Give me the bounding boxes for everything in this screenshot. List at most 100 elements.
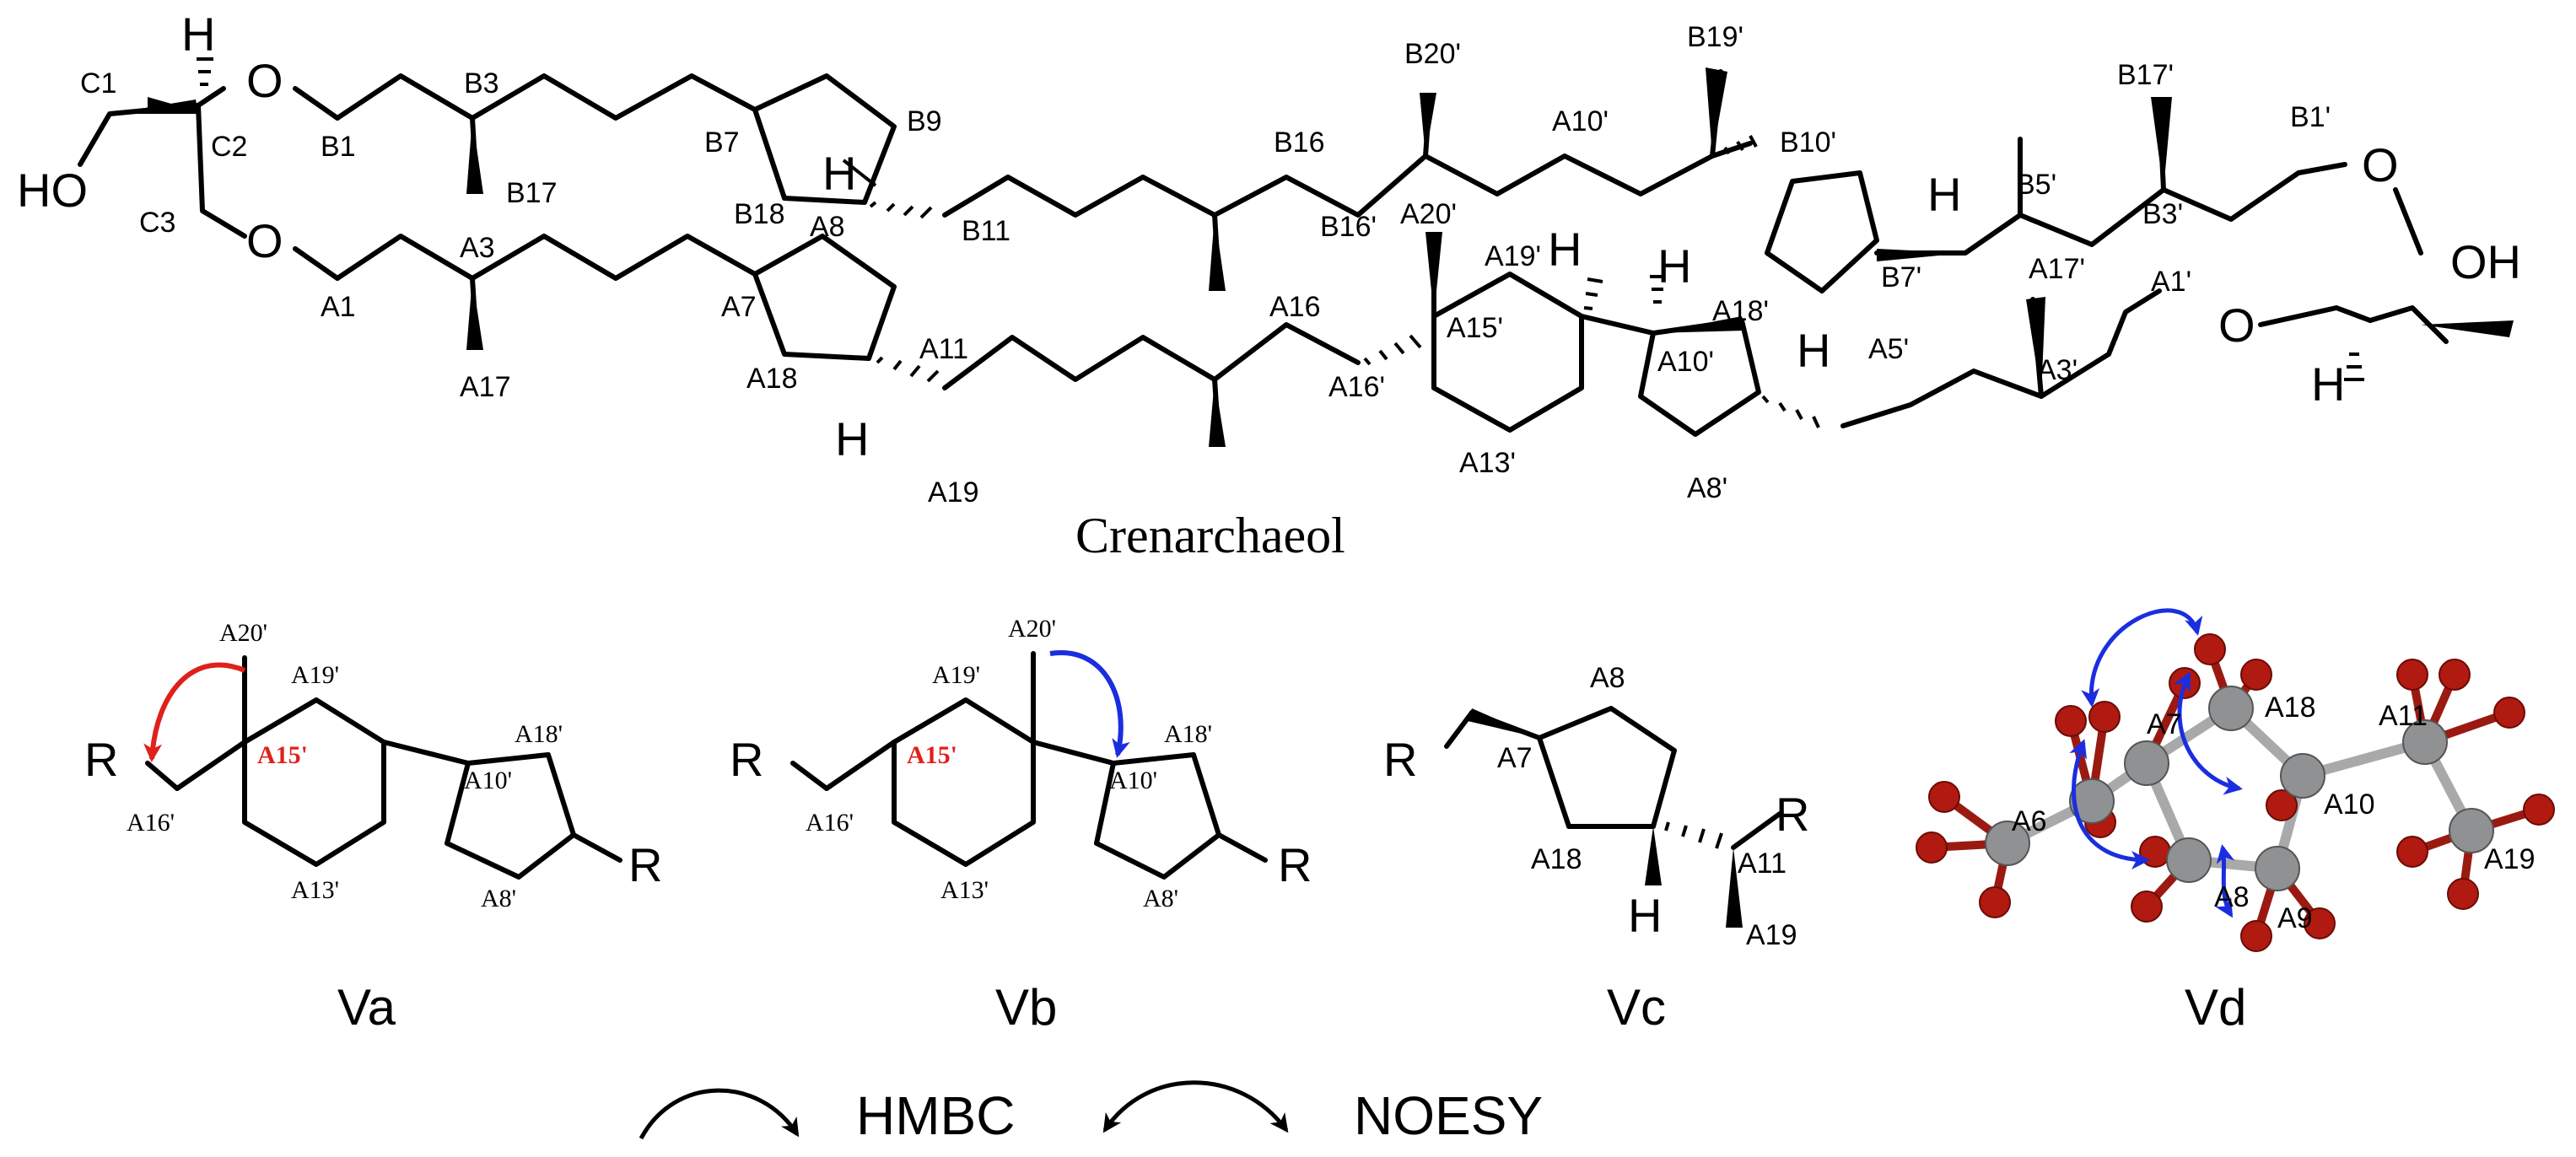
vd-label-a7: A7 <box>2147 708 2182 740</box>
vb-r-left: R <box>730 733 763 786</box>
panel-vc: R R H A8 A7 A18 A11 A19 Vc <box>1383 662 1809 1036</box>
label-b5p: B5' <box>2016 169 2056 201</box>
label-b20p: B20' <box>1404 38 1461 70</box>
label-a17p: A17' <box>2029 253 2085 285</box>
va-r-left: R <box>84 733 118 786</box>
label-a11: A11 <box>919 333 968 365</box>
oxygen-bp: O <box>2362 138 2399 191</box>
label-a5p: A5' <box>1868 333 1909 365</box>
vc-label-a7: A7 <box>1497 742 1533 774</box>
panel-va: R R A20' A19' A15' A18' A10' A16' A13' A… <box>84 619 662 1036</box>
oxygen-b: O <box>246 54 283 107</box>
label-a1: A1 <box>321 291 356 323</box>
label-a10p-top: A10' <box>1552 105 1609 137</box>
hydrogen-a10p: H <box>1657 239 1691 293</box>
label-c2: C2 <box>211 131 247 163</box>
caption-vc: Vc <box>1607 979 1666 1036</box>
hydrogen-a18: H <box>835 412 869 465</box>
hmbc-arrow-va <box>143 662 246 762</box>
noesy-arrow-vd-4 <box>2215 844 2235 918</box>
hydroxyl-right: OH <box>2450 235 2521 288</box>
label-c1: C1 <box>80 67 116 100</box>
vd-label-a10: A10 <box>2324 788 2375 821</box>
label-a1p: A1' <box>2151 266 2191 298</box>
legend: HMBC NOESY <box>639 1080 1543 1146</box>
label-a16: A16 <box>1269 291 1321 323</box>
hmbc-legend-arrow <box>639 1088 800 1140</box>
va-label-a10p: A10' <box>464 767 512 794</box>
legend-hmbc-label: HMBC <box>856 1085 1015 1146</box>
label-b9: B9 <box>907 105 942 137</box>
va-label-a19p: A19' <box>291 661 339 689</box>
label-a16p: A16' <box>1328 371 1385 403</box>
compound-title: Crenarchaeol <box>1075 508 1345 563</box>
va-label-a15p: A15' <box>257 741 308 769</box>
caption-va: Va <box>337 979 396 1036</box>
vd-label-a11: A11 <box>2379 700 2428 732</box>
label-a3p: A3' <box>2037 354 2078 386</box>
label-a19: A19 <box>928 476 979 509</box>
label-b18: B18 <box>734 198 785 230</box>
noesy-legend-arrow <box>1102 1080 1289 1133</box>
panel-vd: A7 A18 A11 A6 A10 A8 A9 A19 Vd <box>1916 608 2555 1036</box>
va-label-a16p: A16' <box>127 809 175 837</box>
label-a18: A18 <box>746 363 798 395</box>
va-label-a18p: A18' <box>515 720 563 748</box>
label-b7: B7 <box>704 126 740 159</box>
hydrogen-c2: H <box>181 8 215 61</box>
vc-r-right: R <box>1776 788 1809 841</box>
hydroxyl-left: HO <box>17 164 88 217</box>
label-b17p: B17' <box>2117 59 2174 91</box>
panel-vb: R R A20' A19' A15' A18' A10' A16' A13' A… <box>730 615 1312 1036</box>
oxygen-ap: O <box>2218 299 2255 352</box>
label-c3: C3 <box>139 207 175 239</box>
hydrogen-b7p: H <box>1927 168 1961 221</box>
label-b1p: B1' <box>2290 101 2331 133</box>
vc-label-a18: A18 <box>1531 843 1582 875</box>
hmbc-arrow-vb <box>1049 649 1130 758</box>
label-a3: A3 <box>460 232 495 264</box>
vd-label-a8: A8 <box>2214 881 2250 913</box>
vb-label-a15p: A15' <box>907 741 957 769</box>
noesy-arrow-vd-3 <box>2069 739 2150 869</box>
label-b11: B11 <box>962 215 1010 247</box>
noesy-arrow-vd-2 <box>2174 671 2243 795</box>
vb-label-a16p: A16' <box>806 809 854 837</box>
vb-r-right: R <box>1278 838 1312 891</box>
vd-label-a9: A9 <box>2277 902 2313 934</box>
label-a8: A8 <box>810 211 845 243</box>
va-label-a13p: A13' <box>291 876 339 904</box>
vc-label-a11: A11 <box>1738 848 1786 880</box>
label-a19p: A19' <box>1485 240 1541 272</box>
vb-label-a13p: A13' <box>940 876 989 904</box>
vc-hydrogen: H <box>1628 889 1662 942</box>
hydrogen-c2p: H <box>2311 358 2345 411</box>
label-b16: B16 <box>1274 126 1325 159</box>
label-b16p: B16' <box>1320 211 1377 243</box>
va-label-a20p: A20' <box>219 619 267 647</box>
label-b17: B17 <box>506 177 558 209</box>
vb-label-a20p: A20' <box>1008 615 1056 643</box>
noesy-arrow-vd-1 <box>2081 608 2203 708</box>
label-a7: A7 <box>721 291 757 323</box>
label-b7p: B7' <box>1881 261 1921 293</box>
hydrogen-b18: H <box>822 147 856 200</box>
label-a10p: A10' <box>1657 346 1714 378</box>
oxygen-a: O <box>246 214 283 267</box>
vb-label-a10p: A10' <box>1109 767 1157 794</box>
caption-vb: Vb <box>995 979 1057 1036</box>
label-a15p: A15' <box>1447 312 1503 344</box>
vc-label-a8: A8 <box>1590 662 1625 694</box>
vd-label-a19: A19 <box>2484 843 2536 875</box>
vb-label-a19p: A19' <box>932 661 980 689</box>
label-a18p: A18' <box>1712 295 1769 327</box>
label-b10p: B10' <box>1780 126 1836 159</box>
label-b3: B3 <box>464 67 499 100</box>
vc-label-a19: A19 <box>1746 919 1797 951</box>
label-a13p: A13' <box>1459 447 1516 479</box>
label-a20p: A20' <box>1400 198 1457 230</box>
vd-label-a18: A18 <box>2265 692 2316 724</box>
crenarchaeol-structure: HO H O O H H H H H H O O OH H C1 C2 C3 B… <box>17 8 2521 509</box>
caption-vd: Vd <box>2185 979 2246 1036</box>
